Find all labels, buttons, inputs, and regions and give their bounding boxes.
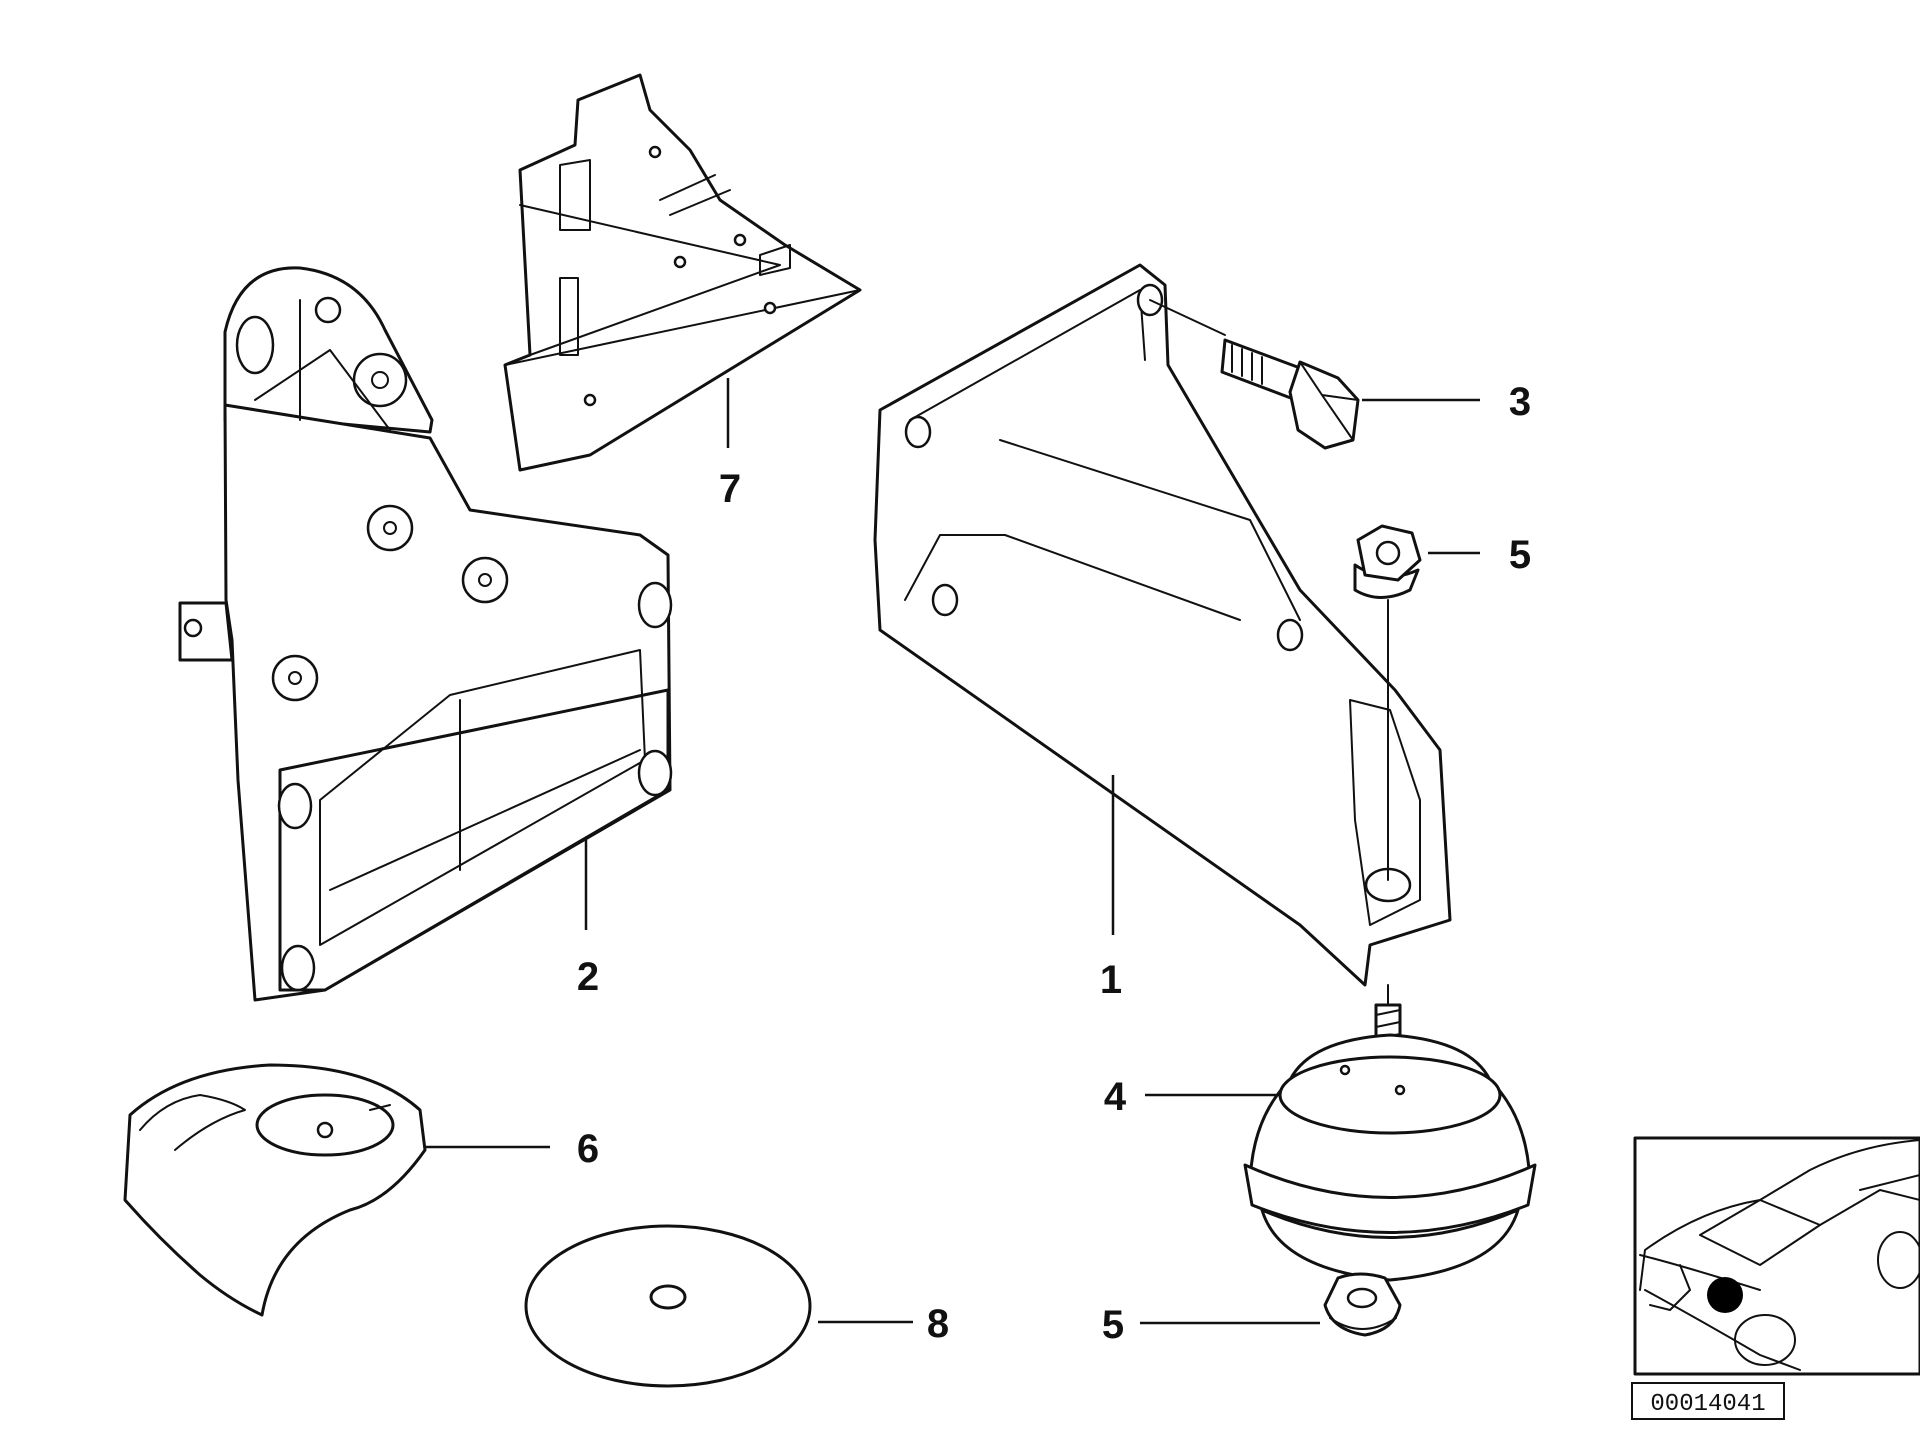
part-7-angle-bracket xyxy=(503,73,862,472)
part-8-washer-disc xyxy=(524,1224,812,1388)
callout-7: 7 xyxy=(719,467,741,511)
part-5-lock-nut-lower xyxy=(1323,1272,1402,1337)
callout-1: 1 xyxy=(1100,958,1122,1002)
callout-5-lower: 5 xyxy=(1102,1303,1124,1347)
part-1-engine-mount-arm xyxy=(873,263,1452,987)
callout-2: 2 xyxy=(577,955,599,999)
leader-lines xyxy=(425,378,1480,1325)
part-3-hex-bolt xyxy=(1149,299,1360,450)
callout-labels: 1 2 3 4 5 5 6 7 8 xyxy=(577,380,1531,1347)
callout-6: 6 xyxy=(577,1127,599,1171)
location-marker-dot xyxy=(1707,1277,1743,1313)
vehicle-location-inset xyxy=(1633,1136,1920,1376)
part-2-engine-bracket xyxy=(178,266,673,1002)
callout-4: 4 xyxy=(1104,1075,1127,1119)
part-4-rubber-mount xyxy=(1243,984,1537,1282)
reference-number-box: 00014041 xyxy=(1631,1382,1785,1420)
callout-8: 8 xyxy=(927,1302,949,1346)
callout-5-upper: 5 xyxy=(1509,533,1531,577)
reference-number: 00014041 xyxy=(1650,1391,1765,1418)
part-5-lock-nut-upper xyxy=(1353,524,1422,881)
callout-3: 3 xyxy=(1509,380,1531,424)
part-6-heat-shield xyxy=(123,1063,427,1317)
